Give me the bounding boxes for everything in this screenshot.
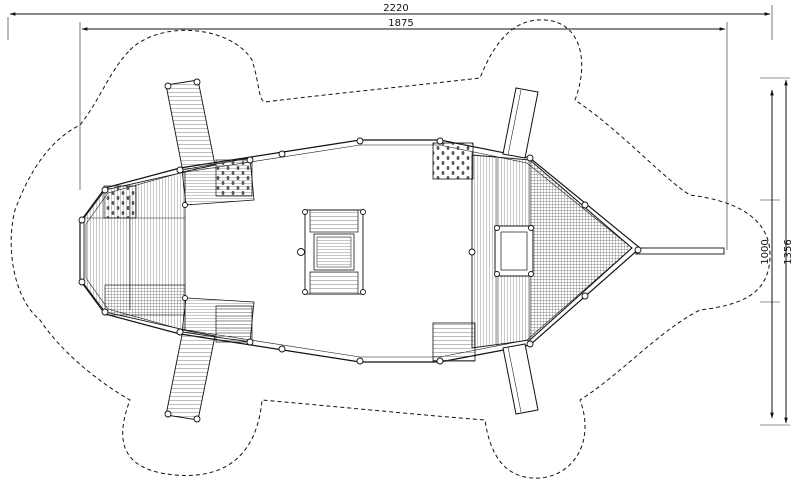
bow-deck: [468, 154, 633, 349]
dimension-overall-length: 2220: [7, 3, 773, 40]
starboard-stairs: [164, 329, 216, 423]
dimension-overall-width: 1356: [760, 77, 794, 426]
port-stairs: [164, 78, 216, 173]
hull-length-label: 1875: [388, 18, 413, 29]
hull-posts: [78, 137, 642, 365]
stern-climbing-net: [103, 185, 137, 219]
port-platform: [181, 157, 255, 206]
dimension-hull-length: 1875: [79, 18, 728, 250]
bowsprit: [635, 247, 725, 255]
overall-length-label: 2220: [383, 3, 408, 14]
safety-zone-outline: [10, 19, 771, 479]
hull-width-label: 1000: [760, 239, 771, 264]
bow-starboard-stairs: [432, 322, 476, 362]
starboard-slide: [502, 343, 539, 415]
central-climbing-frame: [297, 209, 366, 295]
bow-port-net: [432, 142, 474, 180]
port-slide: [502, 87, 539, 159]
port-climbing-net: [215, 159, 253, 197]
dimension-hull-width: 1000: [760, 89, 780, 419]
overall-width-label: 1356: [783, 239, 794, 264]
starboard-platform: [181, 297, 255, 343]
